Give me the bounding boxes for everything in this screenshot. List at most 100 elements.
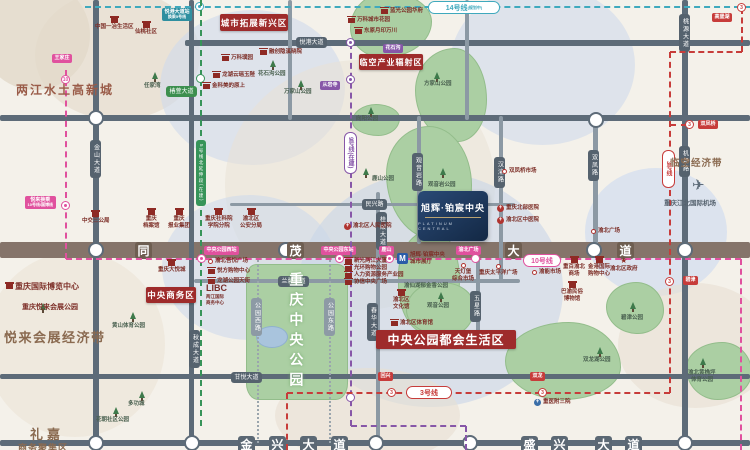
road-intersection [368, 435, 384, 450]
road-intersection [586, 242, 602, 258]
poi-label: 天灯堡综合市场 [452, 263, 474, 282]
park-label: 任家湾 [144, 83, 161, 89]
poi-text: 重庆北部医院 [506, 205, 540, 212]
road-badge: 民兴路 [362, 199, 388, 210]
road-name-char: 茂 [287, 242, 304, 259]
park-label: 花朝社区公园 [96, 417, 130, 423]
poi-text: 重庆国际博览中心 [15, 282, 79, 291]
building-icon [344, 263, 353, 271]
line3-segment [670, 124, 687, 126]
building-icon [212, 70, 221, 78]
road [93, 0, 99, 450]
road-intersection [88, 435, 104, 450]
poi-label: 渝北吾悦广场 [208, 258, 248, 265]
tree-icon [363, 168, 369, 178]
line3-station-badge: 碧津 [683, 276, 699, 285]
hospital-icon: + [497, 217, 504, 224]
poi-label: 中国一冶生活区 [95, 16, 134, 31]
park-label: 渝北黄桷坪 [688, 370, 716, 376]
poi-text: 渝北区体育馆 [400, 320, 434, 326]
tree-icon [152, 72, 158, 82]
road-badge: 桂馥大道 [376, 212, 387, 250]
line10-segment [65, 70, 67, 259]
map-text: 重庆中央公园 [288, 272, 305, 392]
road-badge: 金山大道 [90, 140, 101, 178]
poi-text: 万科城市花园 [357, 17, 391, 23]
road [682, 0, 688, 450]
line9-segment [350, 43, 352, 426]
road-badge: 甘悦大道 [231, 372, 263, 383]
poi-text: 重庆档案馆 [143, 216, 160, 229]
building-icon [354, 26, 363, 34]
line3-segment [741, 8, 743, 52]
building-icon [109, 16, 119, 23]
poi-label: 金港国际购物中心 [588, 256, 610, 277]
road-intersection [677, 242, 693, 258]
poi-label: 渝能市场 [532, 269, 561, 276]
zone-label: 中央公园都会生活区 [376, 330, 516, 349]
line10-station-badge: 中央公园西站 [204, 246, 240, 255]
poi-dot-icon [502, 168, 507, 174]
map-text: ✈ [692, 177, 705, 194]
poi-label: +重庆北部医院 [497, 205, 539, 212]
line3-segment [287, 392, 670, 394]
tree-icon [440, 168, 446, 178]
line3-station-badge: 回兴 [378, 372, 394, 381]
road-name-char: 大 [505, 242, 522, 259]
park-label: 双龙湖公园 [583, 357, 611, 363]
road-badge: 双凤路 [588, 150, 599, 181]
park-label: 黄山体育公园 [112, 323, 146, 329]
building-icon [594, 256, 604, 263]
poi-label: 蓝光公园华府 [380, 6, 423, 15]
tree-icon [438, 292, 444, 302]
park-label: 多功城 [128, 401, 145, 407]
line3-line-badge: 3号线 [662, 150, 675, 188]
building-icon [214, 208, 224, 215]
poi-label: 重庆社科院学院分院 [205, 208, 233, 229]
building-icon [167, 259, 177, 266]
poi-label: 金科美的原上 [202, 81, 245, 90]
line9-station-badge: 从岩寺 [320, 81, 341, 90]
tree-icon [434, 72, 440, 82]
poi-dot-icon [591, 228, 596, 234]
road [257, 260, 259, 443]
poi-label: 新光两江大厦 [344, 256, 387, 265]
poi-label: 重庆国际博览中心 [5, 282, 79, 292]
poi-label: 双凤桥市场 [502, 168, 537, 175]
road-intersection [88, 110, 104, 126]
line10-station [335, 254, 344, 263]
hospital-icon: + [344, 223, 351, 230]
building-icon [347, 15, 356, 23]
road-name-char: 兴 [269, 436, 286, 450]
poi-label: 光环购物公园 [344, 263, 387, 272]
line9-line-badge: 9号线(在建) [344, 132, 357, 174]
line3-line-badge: 3号线 [406, 386, 452, 399]
line14-station [195, 2, 204, 11]
map-text: 商务聚集区 [18, 443, 69, 450]
road [288, 0, 292, 120]
poi-label: 渝北广场 [591, 228, 620, 235]
road-name-char: 道 [331, 436, 348, 450]
building-icon [221, 53, 230, 61]
poi-text: 东原月印万川 [364, 28, 398, 34]
poi-text: 中国一冶生活区 [95, 24, 134, 30]
poi-label: 渝北区体育馆 [390, 318, 434, 327]
road-intersection [588, 112, 604, 128]
metro-logo-icon: M [397, 253, 408, 265]
road-badge: 汉渝路 [494, 157, 505, 188]
building-icon [207, 276, 216, 284]
park-area [505, 322, 621, 400]
zone-label: 城市拓展新兴区 [220, 14, 288, 31]
poi-dot-icon [495, 264, 501, 269]
government-star-icon: ★ [620, 256, 628, 265]
road-badge: 五星路 [470, 291, 481, 322]
road [0, 242, 750, 258]
poi-text: 重百渝北商场 [563, 264, 586, 277]
tree-icon [113, 407, 119, 417]
line10-station [197, 254, 206, 263]
line9-station-badge: 花石沟 [383, 44, 404, 53]
poi-label: 悦方购物中心 [207, 266, 250, 275]
tree-icon [40, 303, 46, 313]
poi-text: 双凤桥市场 [509, 168, 537, 174]
poi-label: 渝北区文化馆 [393, 289, 410, 310]
